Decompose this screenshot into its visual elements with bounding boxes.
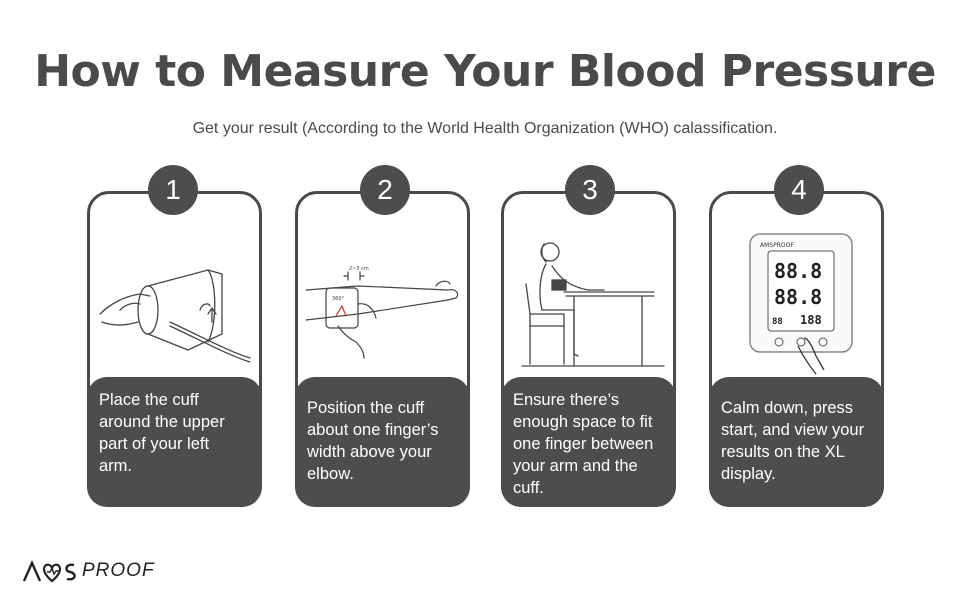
cuff-position-illustration: 2~3 cm 360° [305,266,459,359]
cuff-on-arm-illustration [99,269,251,363]
brand-logo [22,560,76,583]
page-subtitle: Get your result (According to the World … [192,120,778,137]
device-reading-1: 88.8 [774,259,822,283]
step-4-text: Calm down, press start, and view your re… [709,377,884,507]
step-4-badge: 4 [774,165,824,215]
device-brand: AMSPROOF [760,242,794,249]
device-reading-2: 88.8 [774,285,822,309]
step-1-text: Place the cuff around the upper part of … [87,377,262,507]
device-reading-3: 188 [800,313,822,327]
step-card-2: 2~3 cm 360° Position the cuff about one … [295,191,470,507]
device-reading-small: 88 [772,317,783,327]
step-2-text: Position the cuff about one finger’s wid… [295,377,470,507]
seated-person-at-table-illustration [521,242,665,367]
monitor-press-start-illustration: AMSPROOF 88.8 88.8 88 188 [749,233,853,375]
step-card-1: Place the cuff around the upper part of … [87,191,262,507]
step-1-badge: 1 [148,165,198,215]
angle-label: 360° [332,296,345,302]
step-card-4: AMSPROOF 88.8 88.8 88 188 Calm down, pre… [709,191,884,507]
brand-logo-text: PROOF [82,560,155,581]
step-3-text: Ensure there’s enough space to fit one f… [501,377,676,507]
step-2-badge: 2 [360,165,410,215]
step-card-3: Ensure there’s enough space to fit one f… [501,191,676,507]
step-3-badge: 3 [565,165,615,215]
gap-label: 2~3 cm [349,266,369,272]
page-title: How to Measure Your Blood Pressure [34,46,936,97]
